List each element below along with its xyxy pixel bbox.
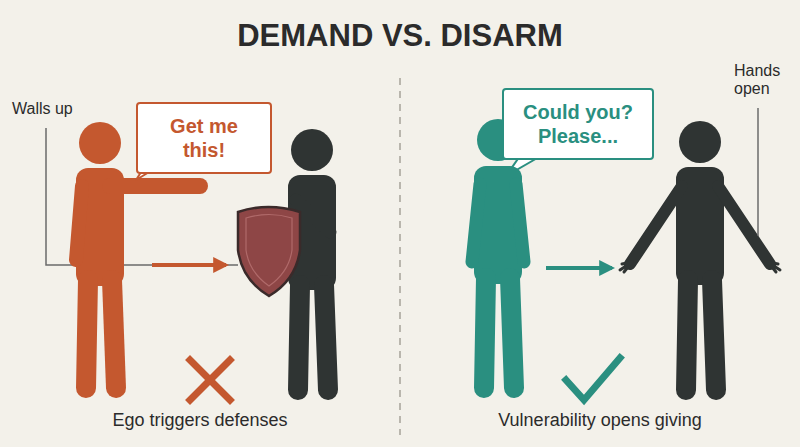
panel-caption: Vulnerability opens giving [440,410,760,431]
check-mark [566,358,620,400]
panel-caption: Ego triggers defenses [40,410,360,431]
shield-rim [246,215,292,287]
speech-bubble: Could you? Please... [502,88,654,160]
speech-bubble: Get me this! [136,102,272,174]
push-arrow [152,263,226,267]
open-person [620,121,780,390]
divider [399,78,401,435]
offer-arrow [546,266,612,270]
title: DEMAND VS. DISARM [0,18,800,54]
cross-mark [190,360,230,400]
shield [238,207,300,296]
bubble-text: Get me this! [148,114,260,162]
bubble-text: Could you? Please... [514,100,642,148]
callout-label: Hands open [734,62,790,99]
leader-line [757,108,759,236]
callout-label: Walls up [12,100,102,118]
